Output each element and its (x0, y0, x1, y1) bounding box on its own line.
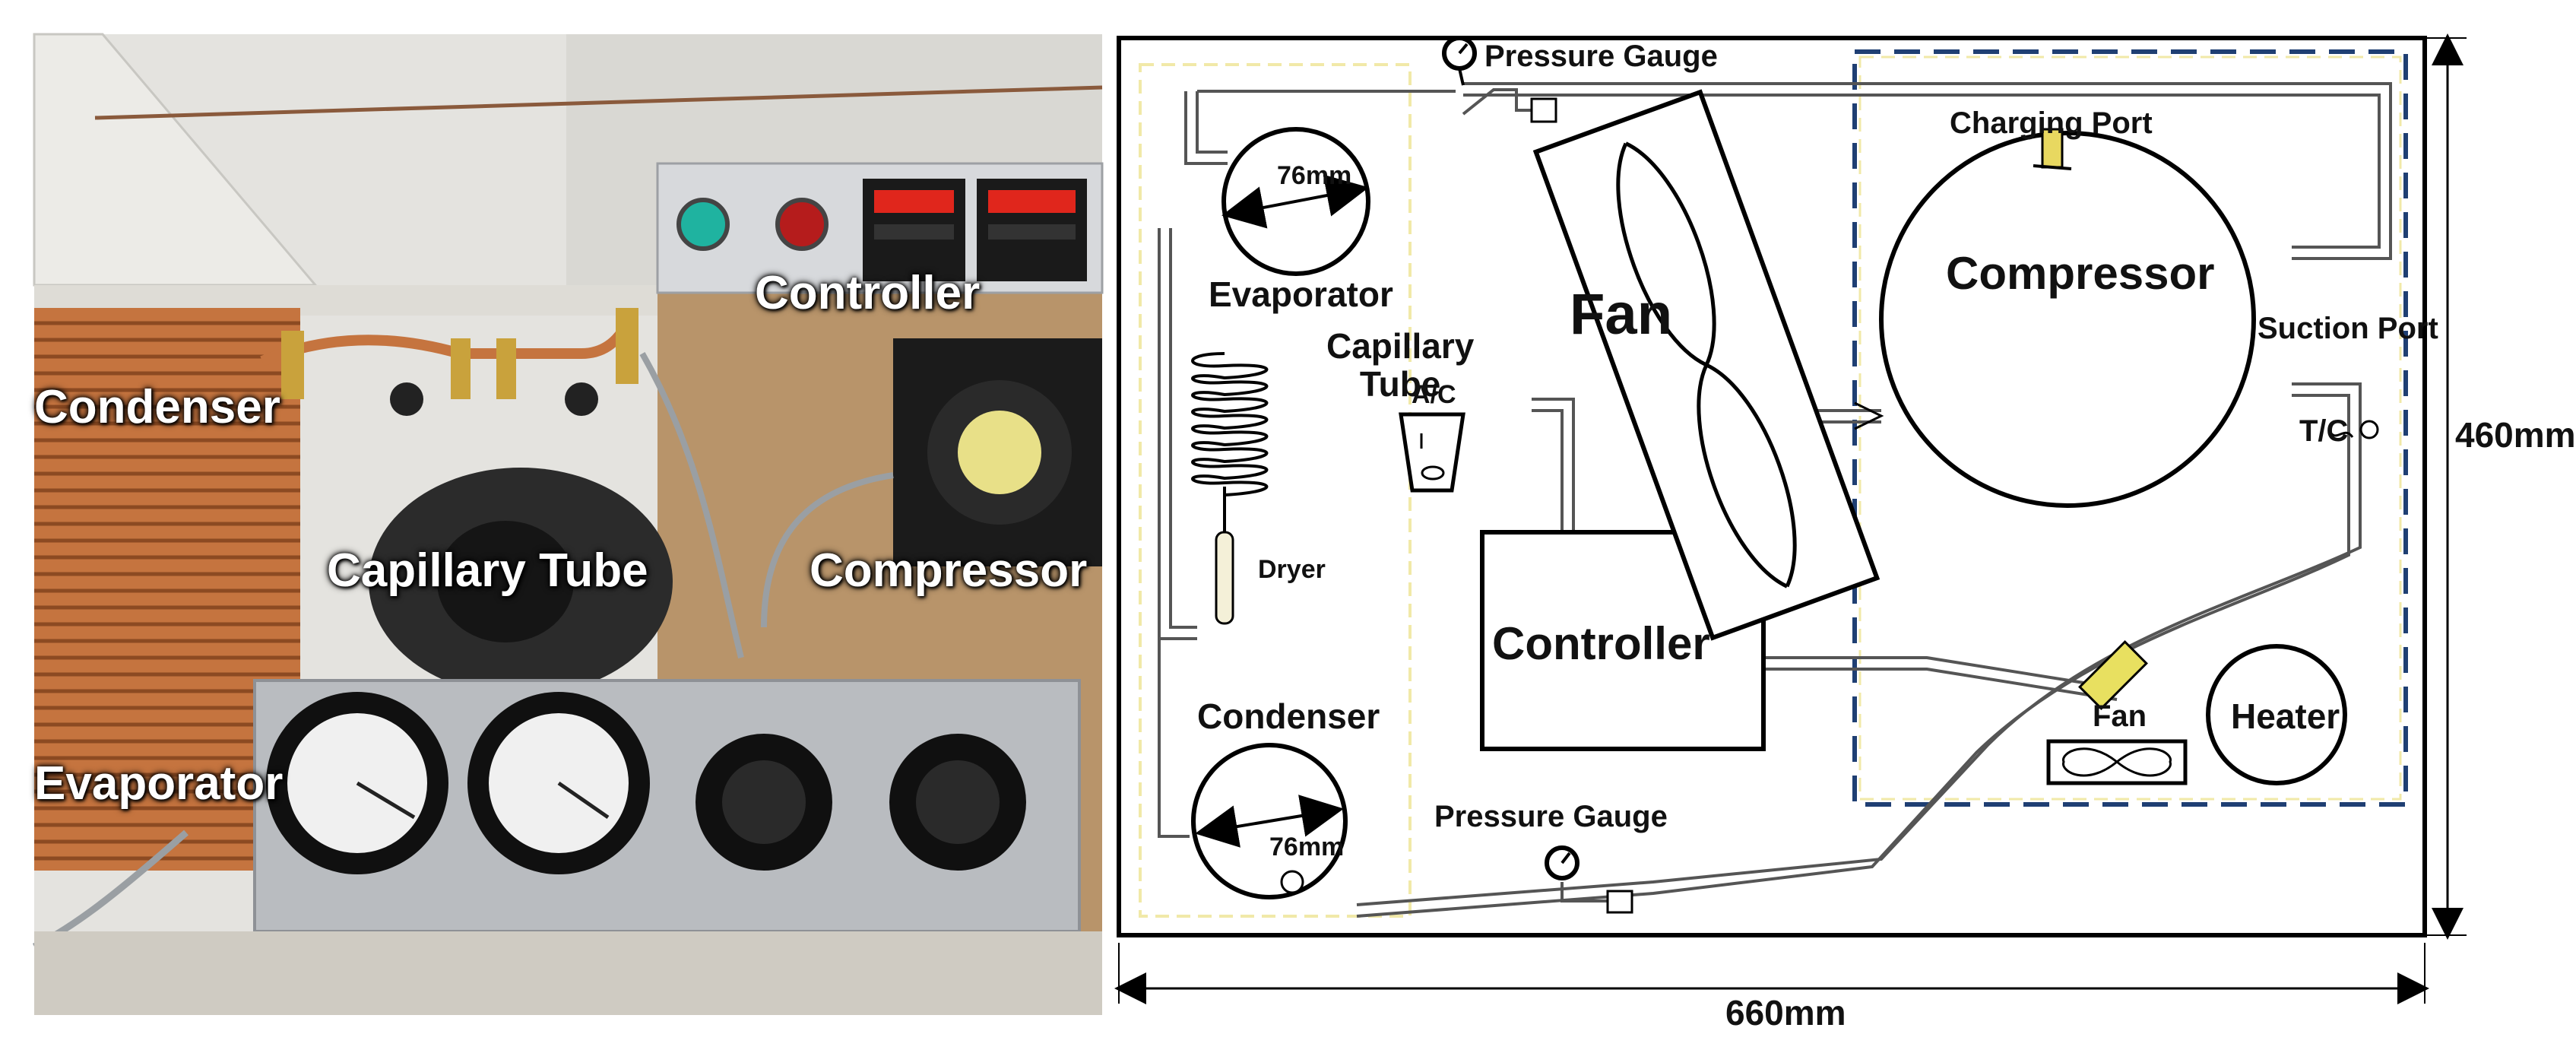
label-pressure-gauge-bottom: Pressure Gauge (1434, 800, 1668, 833)
label-suction-port: Suction Port (2258, 312, 2438, 345)
schematic-panel: Pressure Gauge Charging Port 76mm Evapor… (1106, 0, 2576, 1050)
gauge-valve-top (1530, 97, 1557, 123)
photo-scene (32, 33, 1104, 1015)
brass-valve-1 (281, 331, 304, 399)
compressor-symbol (1879, 131, 2256, 508)
label-small-fan: Fan (2093, 699, 2147, 733)
label-charging-port: Charging Port (1950, 106, 2153, 140)
valve-knob-2 (565, 382, 598, 416)
main-fan-symbol (1532, 89, 1881, 641)
photo-label-controller: Controller (755, 267, 981, 319)
label-compressor: Compressor (1946, 248, 2215, 299)
green-indicator-lamp (676, 198, 730, 251)
label-dryer: Dryer (1258, 555, 1326, 584)
brass-valve-2 (451, 338, 471, 399)
label-width-dimension: 660mm (1725, 993, 1846, 1033)
dryer-symbol (1215, 531, 1234, 625)
valve-knob-1 (390, 382, 423, 416)
label-pressure-gauge-top: Pressure Gauge (1484, 40, 1718, 73)
heater-symbol (2206, 644, 2347, 785)
label-height-dimension: 460mm (2455, 415, 2576, 455)
photo-label-capillary-tube: Capillary Tube (327, 544, 648, 597)
label-controller: Controller (1492, 618, 1710, 669)
brass-valve-3 (496, 338, 516, 399)
red-indicator-lamp (775, 198, 829, 251)
label-heater: Heater (2231, 696, 2340, 736)
photo-panel: Controller Condenser Capillary Tube Comp… (32, 33, 1104, 1015)
gauge-valve-bottom (1606, 890, 1633, 914)
inline-component (2078, 640, 2148, 710)
label-tc: T/C (2299, 414, 2349, 448)
photo-label-condenser: Condenser (34, 381, 280, 433)
label-evaporator: Evaporator (1209, 274, 1393, 314)
photo-label-evaporator: Evaporator (34, 757, 284, 810)
capillary-coil-path (1191, 352, 1269, 497)
schematic-drawing (1114, 33, 2467, 1004)
tc-sensor-symbol (2359, 420, 2379, 439)
label-evaporator-size: 76mm (1277, 161, 1352, 190)
label-condenser: Condenser (1197, 696, 1380, 736)
label-ac: A/C (1412, 380, 1456, 409)
fan-hub-sticker (958, 411, 1041, 494)
label-condenser-size: 76mm (1269, 833, 1345, 861)
photo-label-compressor: Compressor (810, 544, 1088, 597)
brass-valve-4 (616, 308, 638, 384)
label-capillary-tube: Capillary Tube (1326, 326, 1475, 404)
ac-symbol (1399, 412, 1465, 493)
capillary-coil (1191, 352, 1269, 497)
label-main-fan: Fan (1570, 282, 1673, 347)
